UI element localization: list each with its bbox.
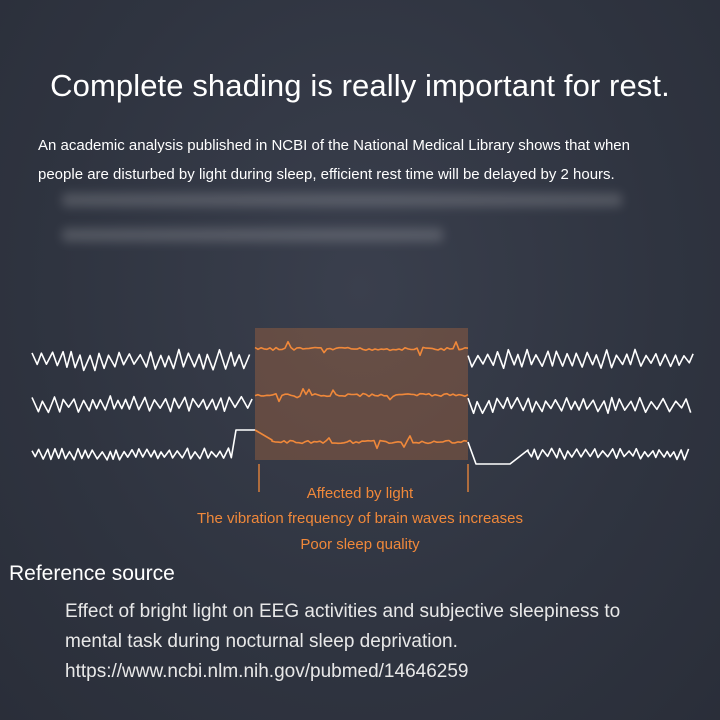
wave-2-left <box>31 395 253 414</box>
caption-frequency: The vibration frequency of brain waves i… <box>196 510 523 527</box>
wave-1-left <box>31 348 251 372</box>
caption-affected-by-light: Affected by light <box>306 485 414 502</box>
wave-3-right <box>467 441 690 465</box>
wave-2-middle <box>254 388 469 403</box>
intro-line: people are disturbed by light during sle… <box>38 166 615 183</box>
intro-line: An academic analysis published in NCBI o… <box>38 137 630 154</box>
eeg-waveform-figure <box>31 328 694 492</box>
headline: Complete shading is really important for… <box>50 68 670 103</box>
brain-waves <box>31 340 694 465</box>
reference-link[interactable]: https://www.ncbi.nlm.nih.gov/pubmed/1464… <box>65 661 469 682</box>
wave-2-right <box>467 396 692 415</box>
bracket-right-icon <box>467 464 469 492</box>
bracket-left-icon <box>258 464 260 492</box>
wave-3-middle <box>254 429 468 450</box>
wave-1-right <box>467 348 694 370</box>
reference-line: mental task during nocturnal sleep depri… <box>65 631 458 652</box>
caption-poor-sleep: Poor sleep quality <box>300 536 420 553</box>
reference-title: Reference source <box>9 562 175 585</box>
blurred-text-decoration <box>62 193 622 263</box>
reference-line: Effect of bright light on EEG activities… <box>65 601 621 622</box>
reference-body: Effect of bright light on EEG activities… <box>65 597 705 687</box>
intro-text: An academic analysis published in NCBI o… <box>38 131 688 189</box>
wave-3-left <box>31 429 255 461</box>
wave-1-middle <box>254 340 469 357</box>
